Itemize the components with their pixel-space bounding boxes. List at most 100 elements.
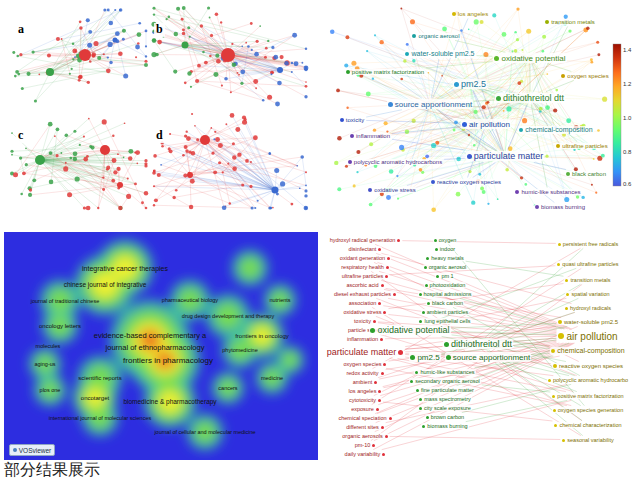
- network-dot: [21, 87, 24, 90]
- network-dot: [227, 162, 229, 164]
- node-dot: [378, 390, 381, 393]
- overlay-dot: [522, 118, 527, 123]
- network-dot: [230, 91, 232, 93]
- node-dot: [435, 248, 438, 251]
- node-dot: [419, 407, 422, 410]
- network-dot: [153, 7, 156, 10]
- network-panel: [152, 113, 308, 210]
- keyword-node: humic-like substances: [414, 369, 475, 376]
- overlay-dot: [555, 89, 558, 92]
- network-hub: [35, 155, 45, 165]
- network-dot: [124, 122, 126, 124]
- node-dot: [566, 172, 570, 176]
- keyword-node: oxidative potential: [369, 325, 450, 336]
- keyword-node: different sites: [345, 424, 385, 431]
- network-dot: [168, 147, 171, 150]
- overlay-dot: [601, 154, 605, 158]
- network-dot: [72, 49, 77, 54]
- network-dot: [182, 6, 186, 10]
- node-dot: [454, 82, 459, 87]
- node-dot: [385, 275, 388, 278]
- network-link: [230, 190, 275, 203]
- overlay-link: [407, 44, 486, 124]
- density-blob: [276, 346, 304, 374]
- keyword-node: oxygen species generation: [552, 407, 624, 414]
- keyword-node: pm 1: [435, 273, 454, 280]
- network-dot: [153, 170, 155, 172]
- overlay-dot: [351, 61, 356, 66]
- keyword-label: seasonal variability: [567, 437, 613, 443]
- keyword-label: inflammation: [356, 133, 390, 139]
- overlay-dot: [526, 29, 531, 34]
- network-dot: [290, 203, 293, 206]
- network-dot: [169, 133, 171, 135]
- co-occurrence-link: [426, 62, 492, 68]
- keyword-node: inflammation: [346, 336, 384, 343]
- node-dot: [410, 355, 415, 360]
- network-dot: [153, 13, 155, 15]
- overlay-link: [529, 31, 530, 98]
- network-dot: [56, 154, 59, 157]
- overlay-link: [358, 75, 505, 156]
- network-dot: [73, 157, 77, 161]
- network-link: [70, 71, 108, 74]
- node-dot: [378, 248, 381, 251]
- keyword-node: particulate matter: [466, 151, 545, 162]
- node-dot: [388, 102, 393, 107]
- network-link: [51, 153, 121, 208]
- keyword-label: persistent free radicals: [563, 241, 618, 247]
- overlay-dot: [410, 19, 415, 24]
- network-link: [154, 8, 228, 55]
- co-occurrence-link: [488, 88, 503, 91]
- network-link: [117, 41, 125, 76]
- overlay-web: [330, 7, 607, 212]
- network-dot: [16, 55, 19, 58]
- overlay-dot: [487, 203, 489, 205]
- co-occurrence-link: [473, 162, 496, 177]
- network-dot: [230, 113, 235, 118]
- network-hub: [46, 68, 54, 76]
- network-hub: [277, 67, 283, 73]
- keyword-node: toxicity: [353, 318, 377, 325]
- network-dot: [267, 40, 269, 42]
- keyword-node: chemical-composition: [550, 347, 625, 355]
- journal-label: aging-us: [34, 361, 55, 367]
- keyword-label: pm2.5: [461, 79, 486, 89]
- keyword-label: hydroxyl radical generation: [330, 237, 396, 243]
- overlay-link: [358, 75, 486, 124]
- overlay-dot: [576, 195, 579, 198]
- network-dot: [115, 31, 120, 36]
- overlay-dot: [597, 129, 600, 132]
- overlay-link: [428, 73, 505, 156]
- network-dot: [222, 205, 227, 210]
- network-dot: [83, 136, 85, 138]
- network-link: [189, 28, 280, 70]
- overlay-dot: [366, 92, 371, 97]
- overlay-dot: [356, 171, 358, 173]
- node-dot: [446, 355, 451, 360]
- network-dot: [11, 154, 13, 156]
- network-link: [18, 31, 124, 56]
- keyword-node: hospital admissions: [418, 291, 473, 298]
- keyword-node: particulate matter: [326, 347, 405, 358]
- network-dot: [79, 20, 82, 23]
- keyword-label: organic aerosols: [342, 433, 382, 439]
- network-dot: [218, 143, 223, 148]
- network-dot: [65, 162, 67, 164]
- co-occurrence-link: [466, 261, 564, 276]
- network-link: [58, 39, 73, 44]
- network-link: [189, 173, 252, 208]
- node-dot: [380, 338, 383, 341]
- network-link: [175, 55, 228, 72]
- keyword-node: city scale exposure: [418, 405, 472, 412]
- co-occurrence-link: [534, 162, 566, 169]
- journal-label: drug design development and therapy: [182, 313, 274, 319]
- network-dot: [87, 43, 92, 48]
- node-dot: [346, 70, 350, 74]
- network-dot: [184, 81, 187, 84]
- network-dot: [28, 193, 32, 197]
- network-dot: [245, 159, 249, 163]
- network-link: [242, 47, 249, 84]
- network-link: [223, 172, 251, 186]
- network-dot: [237, 72, 239, 74]
